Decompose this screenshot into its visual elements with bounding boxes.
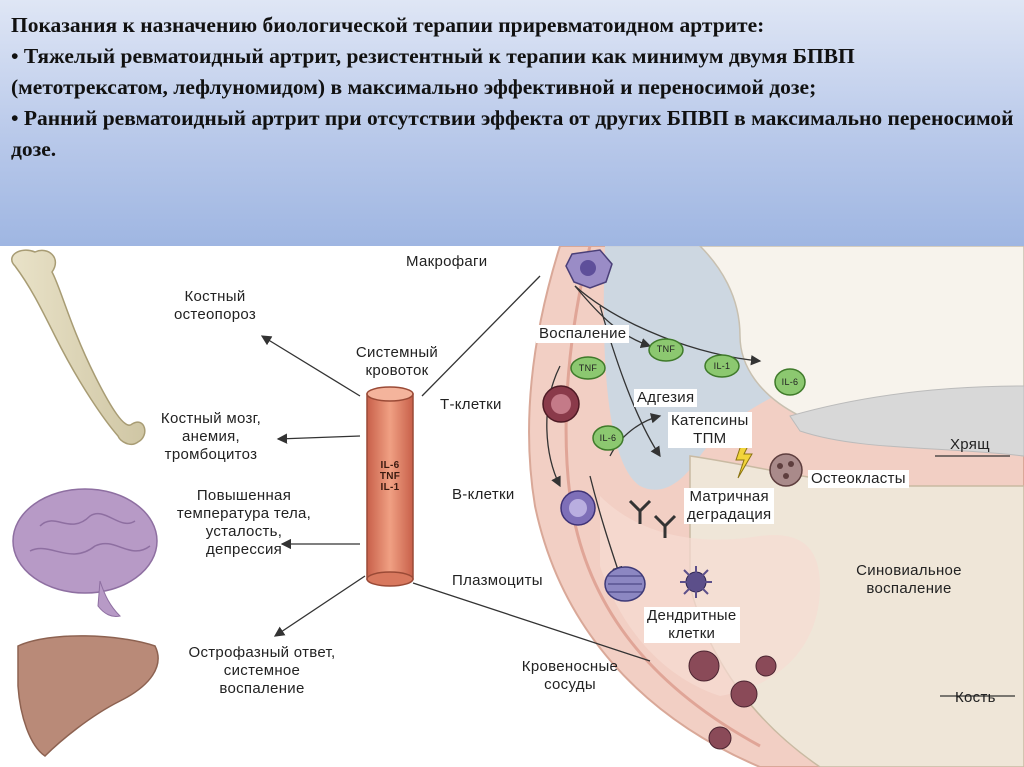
cartilage-surface [789, 385, 1024, 457]
dendritic-cell [680, 566, 712, 598]
label-matrix-degradation: Матричная деградация [684, 488, 775, 524]
label-cathepsins: Катепсины ТПМ [668, 412, 752, 448]
cytokine-bubbles [570, 338, 806, 451]
connector-arrows [260, 275, 762, 662]
label-adhesion: Адгезия [634, 389, 698, 407]
antibodies [628, 499, 677, 538]
label-plasmocytes: Плазмоциты [452, 572, 543, 589]
plasma-cell [604, 566, 646, 602]
blood-vessel-cells [688, 650, 777, 750]
label-pointers [935, 455, 1015, 697]
macrophage-cell [565, 249, 613, 289]
ra-pathogenesis-diagram: Костный остеопороз Системный кровоток Ко… [0, 246, 1024, 767]
cytokine-tnf: TNF [578, 363, 598, 373]
header-bullet-2: • Ранний ревматоидный артрит при отсутст… [11, 106, 1014, 161]
b-cell [560, 490, 596, 526]
label-macrophages: Макрофаги [406, 253, 488, 270]
synovial-tissue [600, 496, 820, 696]
label-blood-vessels: Кровеносные сосуды [521, 658, 619, 693]
cytokine-il1: IL-1 [713, 361, 731, 371]
t-cell [542, 385, 580, 423]
osteoclast-cell [769, 453, 803, 487]
label-osteoporosis: Костный остеопороз [173, 288, 257, 323]
header-title: Показания к назначению биологической тер… [11, 13, 765, 37]
label-fever: Повышенная температура тела, усталость, … [176, 487, 312, 558]
label-synovial-inflammation: Синовиальное воспаление [856, 562, 962, 597]
brain-icon [12, 488, 158, 617]
header-banner: Показания к назначению биологической тер… [0, 0, 1024, 246]
header-text: Показания к назначению биологической тер… [11, 10, 1016, 165]
label-osteoclasts: Остеокласты [808, 470, 909, 488]
vessel-cytokines: IL-6 TNF IL-1 [379, 460, 401, 493]
liver-icon [17, 635, 159, 757]
label-t-cells: Т-клетки [440, 396, 502, 413]
cytokine-il6-right: IL-6 [781, 377, 799, 387]
label-cartilage: Хрящ [950, 436, 990, 453]
label-dendritic-cells: Дендритные клетки [644, 607, 740, 643]
cytokine-tnf-top: TNF [656, 344, 676, 354]
systemic-vessel [366, 386, 414, 587]
label-acute-phase: Острофазный ответ, системное воспаление [188, 644, 336, 697]
cytokine-il6-left: IL-6 [599, 433, 617, 443]
header-bullet-1: • Тяжелый ревматоидный артрит, резистент… [11, 44, 855, 99]
label-b-cells: В-клетки [452, 486, 515, 503]
label-bone: Кость [955, 689, 996, 706]
bone-icon [11, 249, 146, 446]
label-circulation: Системный кровоток [355, 344, 439, 379]
label-bone-marrow: Костный мозг, анемия, тромбоцитоз [160, 410, 262, 463]
label-inflammation: Воспаление [536, 325, 630, 343]
